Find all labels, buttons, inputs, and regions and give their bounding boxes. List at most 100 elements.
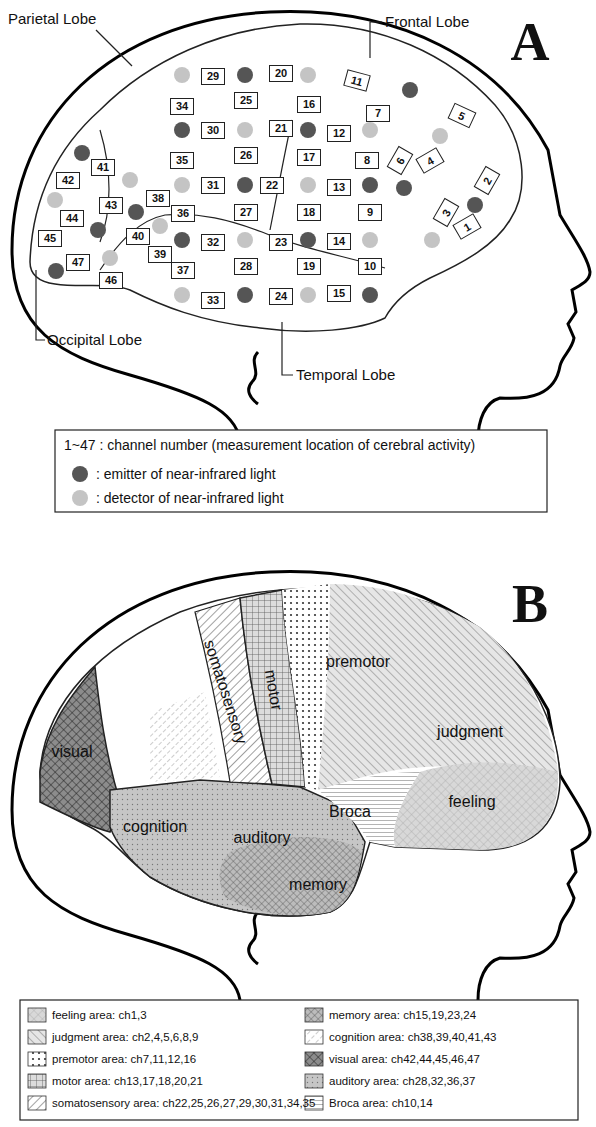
detector-dot	[102, 250, 118, 266]
channel-box: 41	[91, 159, 115, 176]
channel-number: 25	[240, 94, 252, 106]
detector-dot	[237, 232, 253, 248]
channel-box: 19	[297, 258, 321, 275]
emitter-dot	[237, 177, 253, 193]
emitter-dot	[90, 222, 106, 238]
channel-number: 20	[275, 67, 287, 79]
channel-number: 36	[177, 207, 189, 219]
channel-box: 36	[171, 205, 195, 222]
panel-letter: A	[511, 15, 550, 69]
channel-box: 44	[60, 210, 84, 227]
cognition-region	[150, 692, 220, 782]
leader-line	[282, 322, 293, 375]
legend-pattern	[28, 1096, 46, 1110]
channel-box: 34	[170, 98, 194, 115]
channel-box: 43	[99, 197, 123, 214]
channel-box: 6	[387, 145, 414, 174]
legend-pattern	[28, 1030, 46, 1044]
channel-number: 35	[176, 154, 188, 166]
legend-pattern	[28, 1074, 46, 1088]
channel-number: 12	[333, 127, 345, 139]
legend-text: visual area: ch42,44,45,46,47	[329, 1052, 480, 1066]
channel-number: 7	[375, 107, 381, 119]
channel-number: 45	[44, 232, 56, 244]
emitter-dot	[362, 287, 378, 303]
channel-number: 30	[207, 124, 219, 136]
detector-dot	[424, 232, 440, 248]
legend-pattern	[305, 1052, 323, 1066]
channel-number: 29	[207, 70, 219, 82]
legend-text: Broca area: ch10,14	[329, 1096, 433, 1110]
lobe-label: Occipital Lobe	[47, 331, 142, 348]
channel-number: 33	[207, 294, 219, 306]
detector-dot	[300, 177, 316, 193]
emitter-dot	[237, 67, 253, 83]
detector-dot	[174, 177, 190, 193]
channel-box: 1	[452, 213, 481, 240]
legend-text: motor area: ch13,17,18,20,21	[52, 1074, 203, 1088]
legend-text: judgment area: ch2,4,5,6,8,9	[52, 1030, 198, 1044]
feeling-region	[394, 763, 558, 850]
channel-box: 32	[201, 234, 225, 251]
channel-box: 28	[234, 258, 258, 275]
channel-box: 35	[170, 152, 194, 169]
legend-swatch	[72, 490, 88, 506]
legend-text: auditory area: ch28,32,36,37	[329, 1074, 475, 1088]
channel-number: 15	[333, 287, 345, 299]
channel-box: 20	[269, 65, 293, 82]
region-label: premotor	[326, 653, 390, 671]
channel-number: 5	[457, 108, 468, 121]
region-label: memory	[289, 876, 347, 894]
channel-number: 6	[393, 154, 406, 165]
channel-number: 23	[275, 236, 287, 248]
channel-box: 24	[269, 288, 293, 305]
lobe-label: Parietal Lobe	[8, 10, 96, 27]
lobe-label: Temporal Lobe	[296, 366, 395, 383]
legend-pattern	[305, 1008, 323, 1022]
channel-number: 31	[207, 179, 219, 191]
channel-box: 42	[56, 172, 80, 189]
emitter-dot	[237, 287, 253, 303]
head-outline	[12, 572, 590, 1000]
channel-box: 30	[201, 122, 225, 139]
emitter-dot	[74, 145, 90, 161]
emitter-dot	[174, 232, 190, 248]
channel-number: 39	[154, 248, 166, 260]
leader-line	[36, 270, 45, 340]
broca-region	[318, 772, 420, 847]
channel-number: 34	[176, 100, 188, 112]
legend-text: feeling area: ch1,3	[52, 1008, 147, 1022]
region-label: visual	[52, 743, 93, 761]
detector-dot	[237, 122, 253, 138]
channel-number: 24	[275, 290, 287, 302]
emitter-dot	[300, 122, 316, 138]
panel-letter: B	[512, 577, 548, 631]
legend-pattern	[28, 1008, 46, 1022]
channel-box: 38	[146, 190, 170, 207]
channel-number: 26	[240, 149, 252, 161]
legend-pattern	[28, 1052, 46, 1066]
channel-number: 38	[152, 192, 164, 204]
legend-box	[55, 430, 547, 512]
channel-number: 18	[303, 206, 315, 218]
leader-line	[370, 22, 382, 58]
channel-number: 43	[105, 199, 117, 211]
channel-number: 13	[333, 181, 345, 193]
channel-box: 2	[474, 165, 501, 194]
emitter-dot	[402, 82, 418, 98]
channel-box: 12	[327, 125, 351, 142]
emitter-dot	[362, 177, 378, 193]
channel-box: 16	[297, 96, 321, 113]
channel-box: 47	[66, 254, 90, 271]
emitter-dot	[396, 180, 412, 196]
leader-line	[96, 30, 132, 66]
temporal-region	[110, 780, 365, 916]
channel-box: 26	[234, 147, 258, 164]
legend-swatch-group	[28, 1008, 323, 1110]
channel-box: 11	[343, 69, 371, 92]
channel-box: 8	[355, 152, 379, 169]
legend-pattern	[305, 1074, 323, 1088]
channel-number: 40	[132, 230, 144, 242]
channel-box: 33	[201, 292, 225, 309]
